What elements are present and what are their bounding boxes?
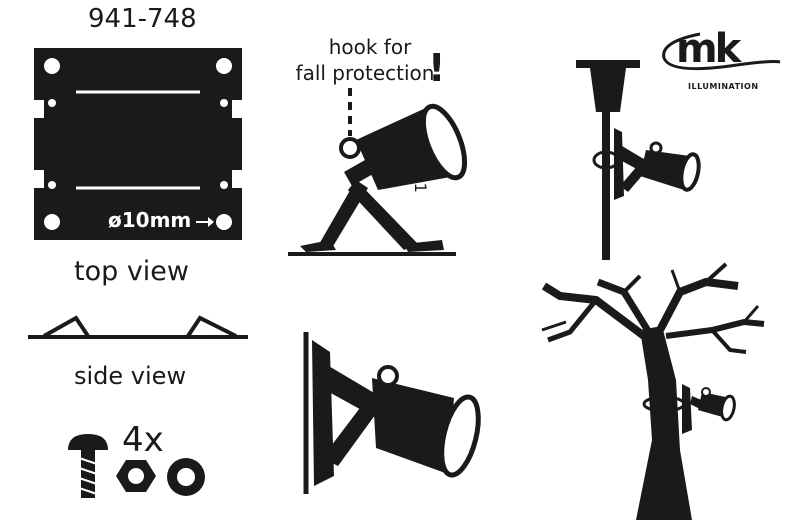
- hook-label-line2: fall protection: [295, 61, 435, 85]
- base-plate-top-view: [34, 48, 242, 240]
- hole-diameter-label: ø10mm: [108, 208, 192, 232]
- side-view-label: side view: [74, 362, 187, 390]
- logo-mark: mk: [676, 26, 741, 72]
- mounting-hole: [216, 58, 232, 74]
- product-code: 941-748: [88, 4, 197, 34]
- logo-subtitle: ILLUMINATION: [688, 82, 759, 91]
- hook-label-line1: hook for: [328, 35, 412, 59]
- wall-spotlight-illustration: [303, 332, 481, 494]
- ground-spotlight-illustration: [288, 88, 468, 256]
- mounting-hole: [216, 214, 232, 230]
- hardware-set: [68, 434, 205, 498]
- pole-spotlight-illustration: [576, 60, 701, 260]
- mounting-hole: [44, 58, 60, 74]
- brand-logo-graphic: [662, 32, 781, 71]
- base-plate-side-view: [28, 315, 248, 339]
- nut-icon: [116, 460, 156, 492]
- model-number: 010-211: [411, 126, 430, 193]
- top-view-label: top view: [74, 256, 190, 287]
- screw-icon: [68, 434, 108, 498]
- hardware-quantity: 4x: [122, 420, 164, 460]
- hook-label: hook for fall protection: [290, 34, 450, 86]
- mounting-hole: [44, 214, 60, 230]
- tree-spotlight-illustration: [541, 262, 765, 520]
- washer-icon: [167, 458, 205, 496]
- warning-exclamation: !: [428, 46, 446, 90]
